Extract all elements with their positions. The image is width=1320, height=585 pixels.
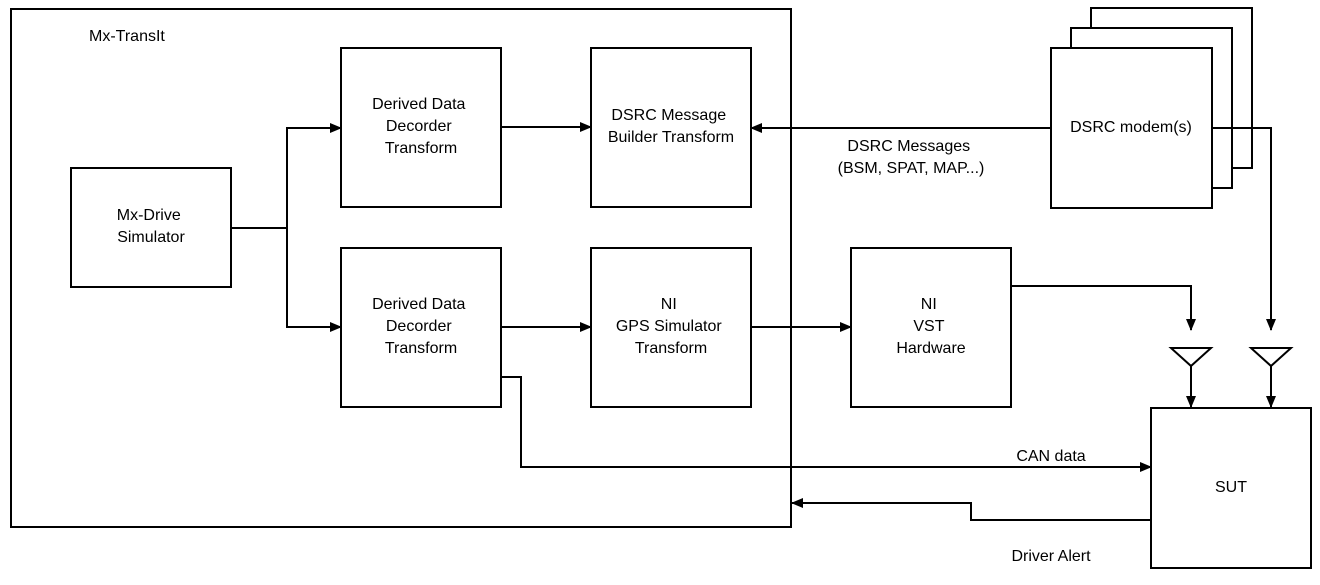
edge-label-can-data: CAN data	[1016, 448, 1085, 465]
node-gps-simulator	[590, 247, 752, 408]
node-sut-label: SUT	[1215, 479, 1247, 496]
node-vst-hardware-label: NI VST Hardware	[896, 296, 965, 357]
container-label: Mx-TransIt	[89, 28, 165, 45]
node-vst-hardware	[850, 247, 1012, 408]
node-decoder-bottom	[340, 247, 502, 408]
edge-can-data	[501, 376, 1152, 472]
node-decoder-top-label: Derived Data Decorder Transform	[372, 96, 470, 157]
connections	[231, 122, 1276, 521]
node-decoder-top	[340, 47, 502, 208]
node-sut	[1150, 407, 1312, 569]
node-decoder-bottom-label: Derived Data Decorder Transform	[372, 296, 470, 357]
node-mx-drive-label: Mx-Drive Simulator	[117, 207, 186, 246]
edge-mxdrive-to-decoder-bottom	[286, 228, 342, 332]
edge-modem-to-antenna	[1211, 127, 1276, 331]
mx-transit-container	[10, 8, 792, 528]
node-dsrc-modem-label: DSRC modem(s)	[1070, 119, 1192, 136]
edge-mxdrive-to-decoder-top	[286, 123, 342, 228]
node-mx-drive	[70, 167, 232, 288]
edge-driver-alert	[791, 498, 1151, 521]
node-dsrc-modem	[1050, 47, 1213, 209]
edge-label-dsrc-messages: DSRC Messages (BSM, SPAT, MAP...)	[838, 138, 985, 177]
antenna-icon-left	[1168, 347, 1214, 368]
antenna-icon-right	[1248, 347, 1294, 368]
node-gps-simulator-label: NI GPS Simulator Transform	[616, 296, 726, 357]
edge-label-driver-alert: Driver Alert	[1011, 548, 1091, 565]
edge-vst-to-antenna	[1011, 285, 1196, 331]
node-dsrc-builder-label: DSRC Message Builder Transform	[608, 107, 734, 146]
node-dsrc-builder	[590, 47, 752, 208]
